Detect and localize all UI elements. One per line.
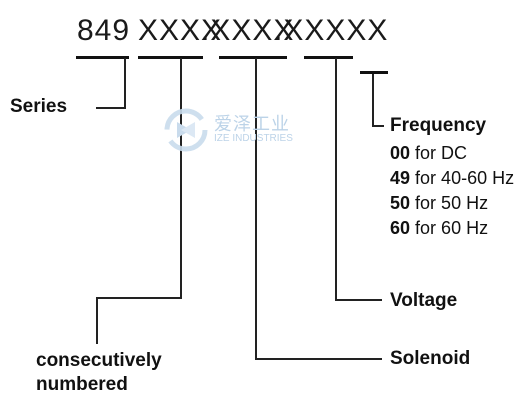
code-segment-1: XXXX [138, 14, 223, 47]
label-solenoid: Solenoid [390, 348, 471, 369]
frequency-option-code: 49 [390, 168, 411, 188]
label-frequency: Frequency [390, 115, 487, 136]
underline-prefix [76, 56, 129, 59]
label-voltage: Voltage [390, 290, 458, 311]
connector-series-horizontal [96, 107, 126, 109]
underline-segment-3 [304, 56, 353, 59]
underline-segment-2 [219, 56, 287, 59]
underline-frequency [360, 71, 388, 74]
frequency-option-code: 00 [390, 143, 411, 163]
connector-series-vertical [124, 58, 126, 108]
code-prefix: 849 [77, 14, 131, 47]
frequency-option: 00 for DC [390, 143, 467, 164]
code-segment-3: .XXXXX [274, 14, 389, 47]
frequency-option-text: for 50 Hz [415, 193, 489, 213]
watermark-subtitle: IZE INDUSTRIES [214, 133, 293, 144]
label-series: Series [10, 96, 68, 117]
frequency-option-text: for 40-60 Hz [415, 168, 515, 188]
frequency-option: 50 for 50 Hz [390, 193, 488, 214]
connector-solenoid-horizontal [255, 358, 382, 360]
code-segment-2: .XXXX [201, 14, 295, 47]
connector-voltage-horizontal [335, 299, 382, 301]
connector-frequency-vertical [372, 74, 374, 126]
watermark-title: 爱泽工业 [214, 114, 290, 135]
frequency-option: 60 for 60 Hz [390, 218, 488, 239]
connector-solenoid-vertical [255, 58, 257, 359]
underline-segment-1 [138, 56, 203, 59]
frequency-option-code: 50 [390, 193, 411, 213]
connector-consecutive-vertical [180, 58, 182, 298]
connector-frequency-horizontal [372, 125, 384, 127]
frequency-option-text: for DC [415, 143, 468, 163]
ize-logo-icon [164, 108, 208, 152]
frequency-option: 49 for 40-60 Hz [390, 168, 514, 189]
connector-consecutive-horizontal [96, 297, 182, 299]
connector-voltage-vertical [335, 58, 337, 300]
frequency-option-code: 60 [390, 218, 411, 238]
frequency-option-text: for 60 Hz [415, 218, 489, 238]
watermark: 爱泽工业 IZE INDUSTRIES [162, 108, 297, 152]
label-numbered: numbered [36, 374, 128, 395]
label-consecutively: consecutively [36, 350, 162, 371]
connector-consecutive-drop [96, 297, 98, 344]
